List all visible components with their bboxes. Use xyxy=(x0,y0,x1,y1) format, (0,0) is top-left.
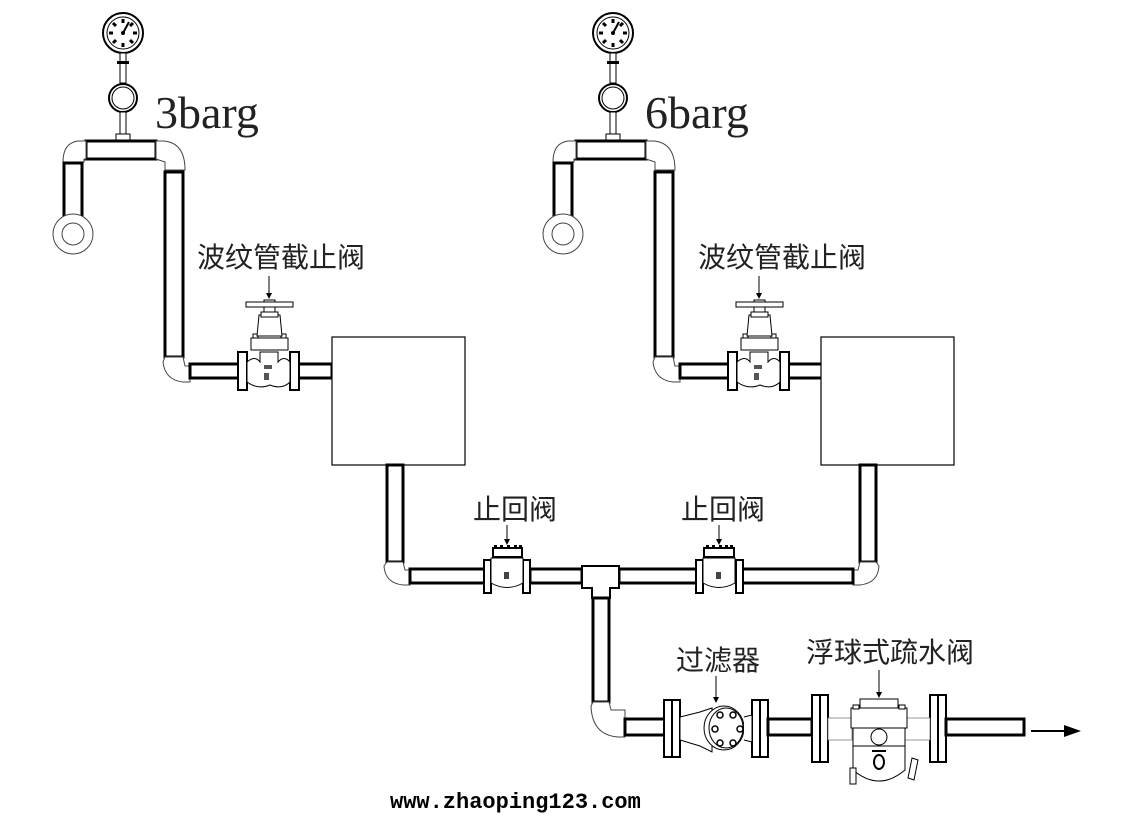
trap-station: 过滤器 浮球式疏水阀 xyxy=(590,596,1081,785)
elbow-icon xyxy=(552,140,577,163)
right-branch: 6barg 波纹管截止阀 xyxy=(542,12,955,586)
pipe-drop-left xyxy=(62,161,84,220)
check-valve-left-icon xyxy=(483,545,531,594)
equipment-box-right xyxy=(820,336,955,466)
elbow-icon xyxy=(645,140,676,171)
elbow-icon xyxy=(162,356,191,383)
condensate-header: 止回阀 止回阀 xyxy=(408,493,855,599)
check-valve-right-icon xyxy=(695,545,744,594)
label-strainer: 过滤器 xyxy=(676,644,760,677)
equipment-box-left xyxy=(331,336,466,466)
elbow-icon xyxy=(852,561,880,586)
elbow-icon xyxy=(590,701,626,738)
elbow-icon xyxy=(383,561,411,586)
strainer-icon xyxy=(663,699,769,758)
pressure-gauge-right-icon xyxy=(592,12,634,141)
pipe-top-left xyxy=(84,139,158,161)
flow-arrow-icon xyxy=(1031,725,1081,737)
outlet-pipe xyxy=(944,717,1026,737)
elbow-icon xyxy=(62,140,87,163)
bellows-globe-valve-right-icon xyxy=(727,299,790,391)
pressure-label-right: 6barg xyxy=(645,87,749,138)
float-trap-icon xyxy=(811,694,947,785)
elbow-icon xyxy=(652,356,681,383)
label-bellows-valve-left: 波纹管截止阀 xyxy=(197,241,365,274)
tee-fitting-icon xyxy=(581,565,620,599)
label-float-trap: 浮球式疏水阀 xyxy=(806,636,974,669)
label-check-valve-right: 止回阀 xyxy=(681,493,765,526)
left-branch: 3barg 波纹管截止阀 xyxy=(52,12,466,586)
label-bellows-valve-right: 波纹管截止阀 xyxy=(698,241,866,274)
pipe-riser-left xyxy=(163,170,185,359)
elbow-icon xyxy=(155,140,186,171)
bellows-globe-valve-left-icon xyxy=(237,299,300,391)
label-check-valve-left: 止回阀 xyxy=(473,493,557,526)
pressure-label-left: 3barg xyxy=(155,87,259,138)
watermark-url: www.zhaoping123.com xyxy=(390,790,641,815)
pressure-gauge-left-icon xyxy=(102,12,144,141)
